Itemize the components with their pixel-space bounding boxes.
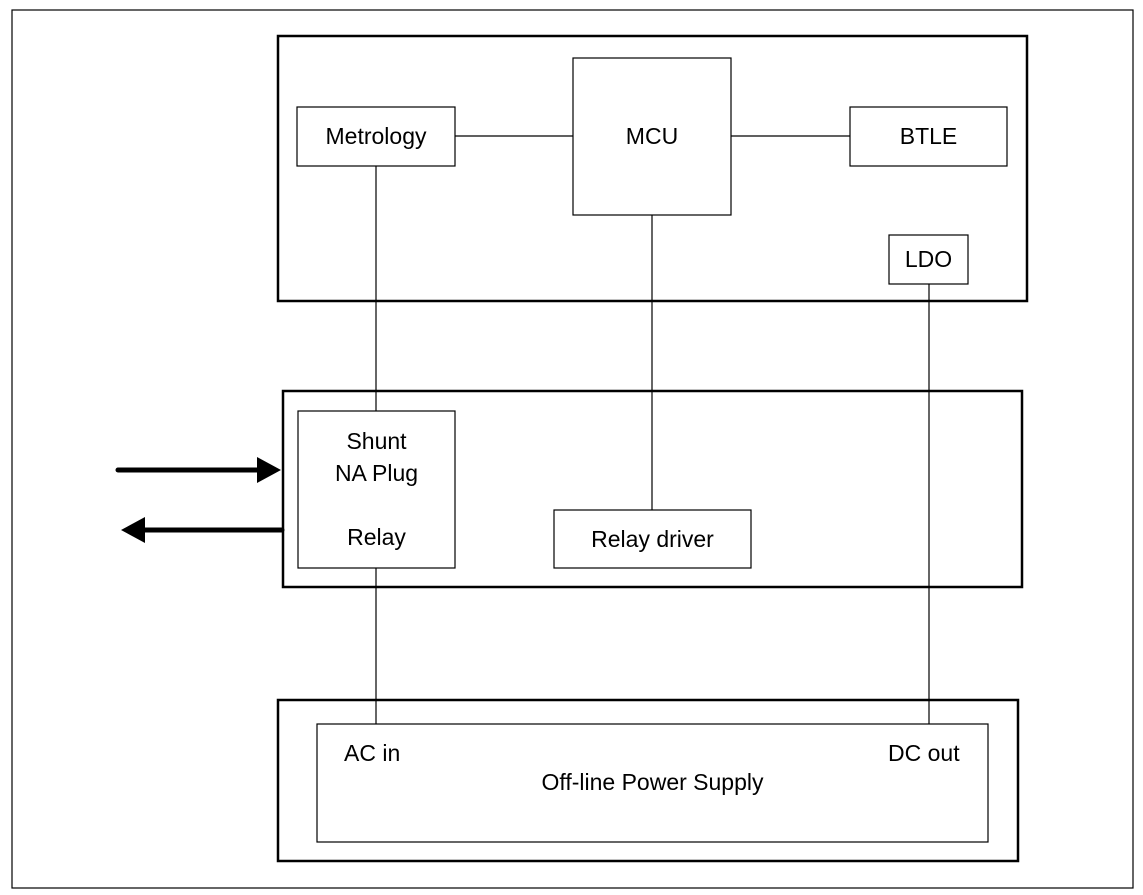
input-arrowhead bbox=[257, 457, 281, 483]
ac-in-label: AC in bbox=[344, 740, 401, 766]
relay-driver-label: Relay driver bbox=[591, 526, 714, 552]
shunt-label: Shunt bbox=[346, 428, 407, 454]
power-supply-label: Off-line Power Supply bbox=[541, 769, 764, 795]
output-arrowhead bbox=[121, 517, 145, 543]
dc-out-label: DC out bbox=[888, 740, 960, 766]
metrology-label: Metrology bbox=[325, 123, 427, 149]
outer-frame bbox=[11, 9, 1134, 889]
mcu-label: MCU bbox=[625, 123, 679, 149]
na-plug-label: NA Plug bbox=[334, 460, 419, 486]
ldo-label: LDO bbox=[904, 246, 953, 272]
relay-label: Relay bbox=[347, 524, 406, 550]
btle-label: BTLE bbox=[899, 123, 958, 149]
power-module-box bbox=[276, 698, 1020, 863]
power-supply-box bbox=[316, 723, 989, 843]
